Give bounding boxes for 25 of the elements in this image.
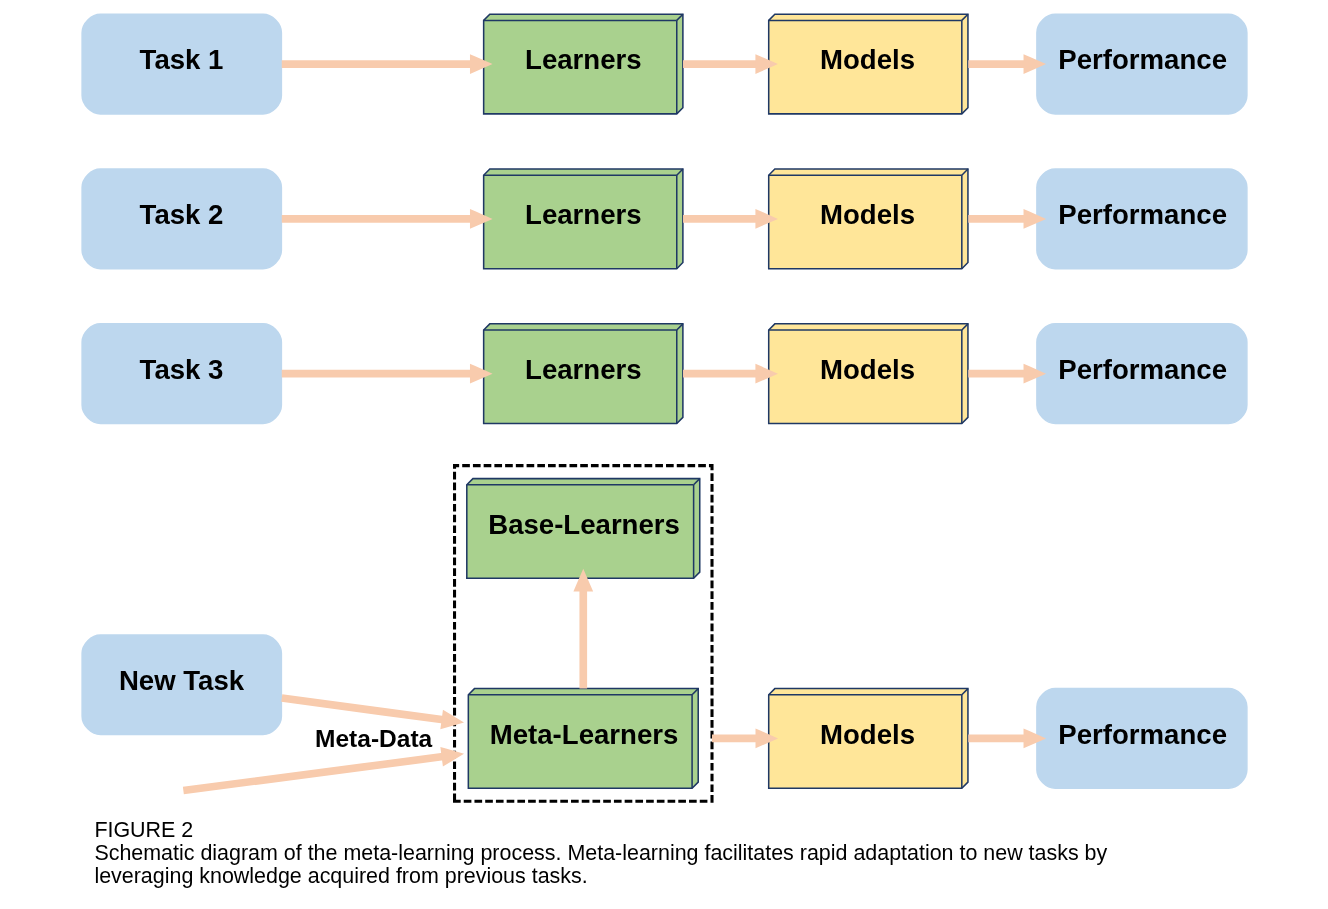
arrow — [572, 568, 593, 689]
arrow — [281, 209, 493, 229]
node-box: Task 1 — [80, 13, 282, 115]
arrow — [682, 54, 778, 74]
arrow — [281, 363, 493, 384]
cluster — [452, 464, 714, 803]
node-box: Task 3 — [80, 323, 282, 425]
arrow — [281, 54, 493, 74]
node-box: Performance — [1035, 13, 1248, 115]
node-box: New Task — [80, 634, 282, 736]
arrow — [280, 694, 464, 730]
edge-label: Meta-Data — [314, 725, 432, 753]
node-box: Performance — [1035, 323, 1248, 425]
caption: Schematic diagram of the meta-learning process. Meta-learning facilitates rapid adaptation to new tasks by leveraging knowledge acquired from previous tasks. — [93, 840, 1107, 888]
node-box: Performance — [1035, 687, 1248, 789]
node-box: Task 2 — [80, 168, 282, 270]
arrow — [182, 746, 464, 795]
arrow — [682, 209, 778, 229]
arrow — [967, 363, 1046, 384]
arrow — [967, 208, 1046, 229]
arrow — [967, 54, 1046, 74]
arrow — [682, 363, 778, 384]
node-box: Performance — [1035, 168, 1248, 270]
arrow — [967, 728, 1046, 749]
diagram-title: FIGURE 2 — [93, 817, 193, 842]
